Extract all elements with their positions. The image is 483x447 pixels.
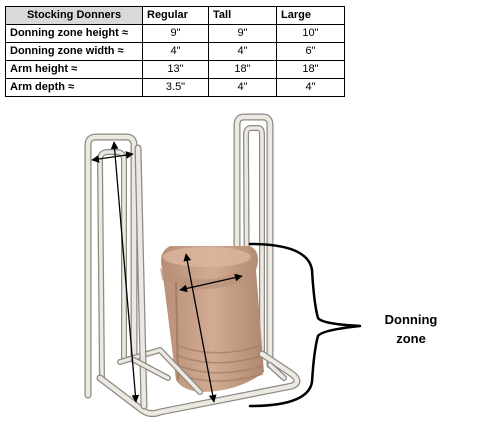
cell-large: 18" [276, 60, 345, 79]
donning-zone-label-line1: Donning [384, 312, 438, 327]
table-row: Arm height ≈ 13" 18" 18" [5, 60, 345, 79]
cell-regular: 3.5" [142, 78, 209, 97]
table-row: Donning zone width ≈ 4" 4" 6" [5, 42, 345, 61]
table-header-regular: Regular [142, 6, 209, 25]
dimension-arrows [91, 141, 243, 403]
row-label: Arm height ≈ [5, 60, 143, 79]
table-header-row: Stocking Donners Regular Tall Large [5, 6, 345, 25]
table-header-title: Stocking Donners [5, 6, 143, 25]
stocking-donner-size-table: Stocking Donners Regular Tall Large Donn… [5, 6, 345, 97]
arm-height-arrow [110, 141, 140, 403]
cell-large: 4" [276, 78, 345, 97]
donning-zone-label-line2: zone [396, 331, 426, 346]
row-label: Donning zone width ≈ [5, 42, 143, 61]
table-row: Arm depth ≈ 3.5" 4" 4" [5, 78, 345, 97]
table-row: Donning zone height ≈ 9" 9" 10" [5, 24, 345, 43]
donning-height-arrow [183, 253, 217, 403]
donning-zone-bracket [248, 242, 362, 408]
